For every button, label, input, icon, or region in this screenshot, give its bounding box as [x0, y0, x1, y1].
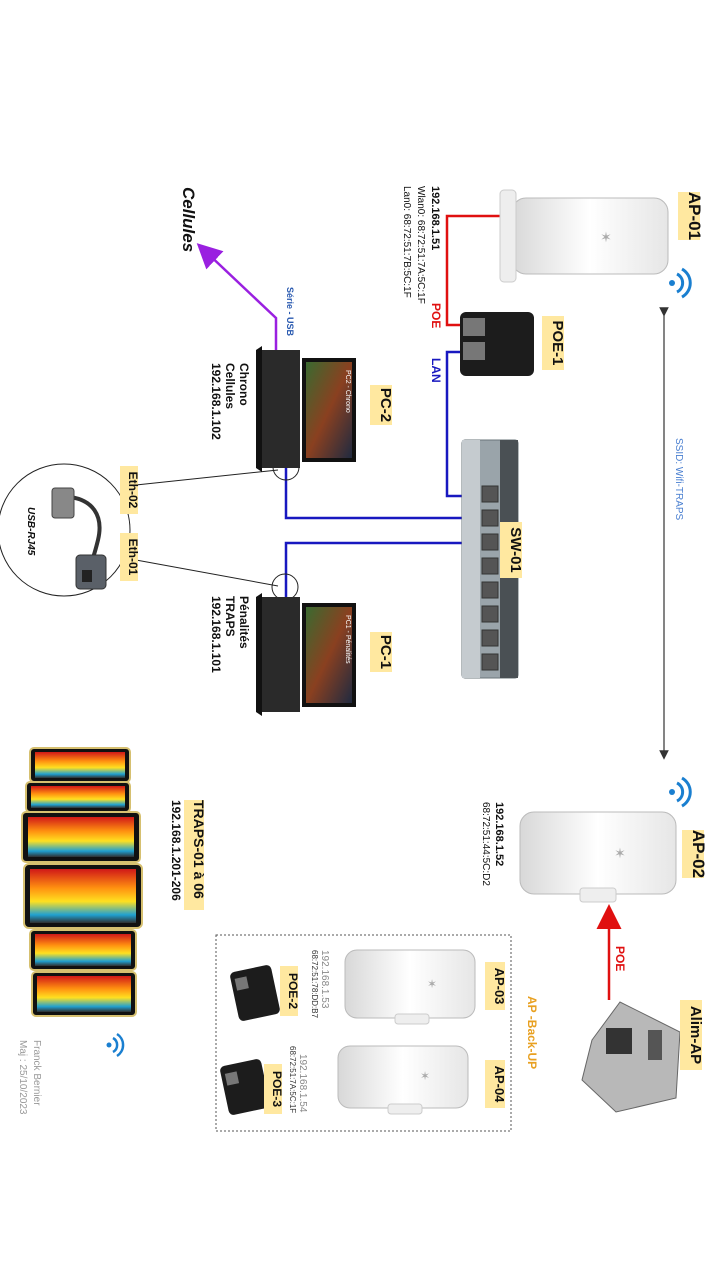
- svg-text:✶: ✶: [427, 977, 437, 991]
- ap03-label: AP-03: [492, 968, 507, 1005]
- ap03-mac: 68:72:51:78:DD:B7: [310, 950, 319, 1019]
- ssid-label: SSID: Wifi-TRAPS: [673, 438, 684, 521]
- poe1-label: POE-1: [549, 320, 566, 365]
- svg-text:✶: ✶: [614, 845, 626, 861]
- usb-rj45-adapter: [51, 487, 107, 590]
- ap03-ip: 192.168.1.53: [319, 950, 330, 1009]
- wifi-icon: [669, 267, 692, 299]
- poe2-label: POE-2: [286, 973, 300, 1009]
- ap01-ip: 192.168.1.51: [429, 186, 441, 250]
- poe3-device: [220, 1059, 270, 1115]
- traps-ip: 192.168.1.201-206: [169, 800, 183, 901]
- ap04-mac: 68:72:51:7A:5C:1F: [288, 1046, 297, 1113]
- poe3-label: POE-3: [270, 1071, 284, 1107]
- ap04-label: AP-04: [492, 1066, 507, 1104]
- ap03-device: ✶: [344, 949, 476, 1025]
- poe-label: POE: [429, 303, 443, 328]
- lan-wire-pc2: [284, 467, 484, 520]
- usb-rj45-label: USB-RJ45: [25, 507, 36, 556]
- poe-alim-label: POE: [613, 946, 627, 971]
- ap02-device: ✶: [519, 811, 677, 903]
- traps-phones: [21, 747, 143, 1017]
- serie-usb-wire: [196, 243, 278, 350]
- backup-group: [215, 934, 512, 1132]
- svg-text:✶: ✶: [420, 1069, 430, 1083]
- ap01-device: ✶: [499, 189, 669, 283]
- ap02-mac: 68:72:51:44:5C:D2: [480, 802, 491, 886]
- ap04-device: ✶: [337, 1045, 469, 1115]
- pc2-laptop: PC2 - Chrono: [256, 346, 356, 472]
- pc2-screen-title: PC2 - Chrono: [344, 370, 351, 413]
- backup-label: AP -Back-UP: [525, 996, 539, 1069]
- lan-wire-pc1: [284, 541, 484, 598]
- ap01-wan: Wlan0: 68:72:51:7A:5C:1F: [415, 186, 426, 304]
- pc1-laptop: PC1 - Pénalités: [256, 593, 356, 716]
- pc2-line2: Cellules: [223, 363, 237, 409]
- pc1-ip: 192.168.1.101: [209, 596, 223, 673]
- eth02-pointer: [135, 469, 279, 486]
- eth01-pointer: [135, 559, 279, 587]
- ap01-lan: Lan0: 68:72:51:7B:5C:1F: [401, 186, 412, 298]
- wifi-icon: [669, 776, 692, 808]
- ap02-ip: 192.168.1.52: [493, 802, 505, 866]
- pc2-ip: 192.168.1.102: [209, 363, 223, 440]
- alim-ap-device: [581, 1001, 681, 1113]
- poe1-device: [460, 312, 534, 376]
- author-date: Maj : 25/10/2023: [17, 1040, 28, 1115]
- poe2-device: [230, 965, 280, 1021]
- pc1-screen-title: PC1 - Pénalités: [344, 615, 351, 664]
- pc1-line1: Pénalités: [237, 596, 251, 649]
- pc2-label: PC-2: [377, 388, 394, 422]
- svg-text:✶: ✶: [600, 229, 612, 245]
- usb-adapter-zoom: [0, 463, 131, 597]
- lan-label: LAN: [429, 358, 443, 383]
- ap04-ip: 192.168.1.54: [297, 1054, 308, 1113]
- poe-wire-ap01: [445, 214, 512, 327]
- wifi-icon: [106, 1032, 125, 1058]
- serie-usb-label: Série - USB: [285, 287, 295, 337]
- eth02-label: Eth-02: [126, 472, 140, 509]
- pc2-line1: Chrono: [237, 363, 251, 406]
- author-name: Franck Bernier: [31, 1040, 42, 1106]
- alim-ap-label: Alim-AP: [687, 1006, 704, 1064]
- eth01-label: Eth-01: [126, 539, 140, 576]
- sw01-label: SW-01: [507, 527, 524, 573]
- ap01-label: AP-01: [685, 192, 704, 240]
- ap02-label: AP-02: [689, 830, 708, 878]
- pc1-label: PC-1: [377, 635, 394, 669]
- pc1-line2: TRAPS: [223, 596, 237, 637]
- cellules-label: Cellules: [179, 187, 198, 252]
- traps-label: TRAPS-01 à 06: [191, 800, 207, 899]
